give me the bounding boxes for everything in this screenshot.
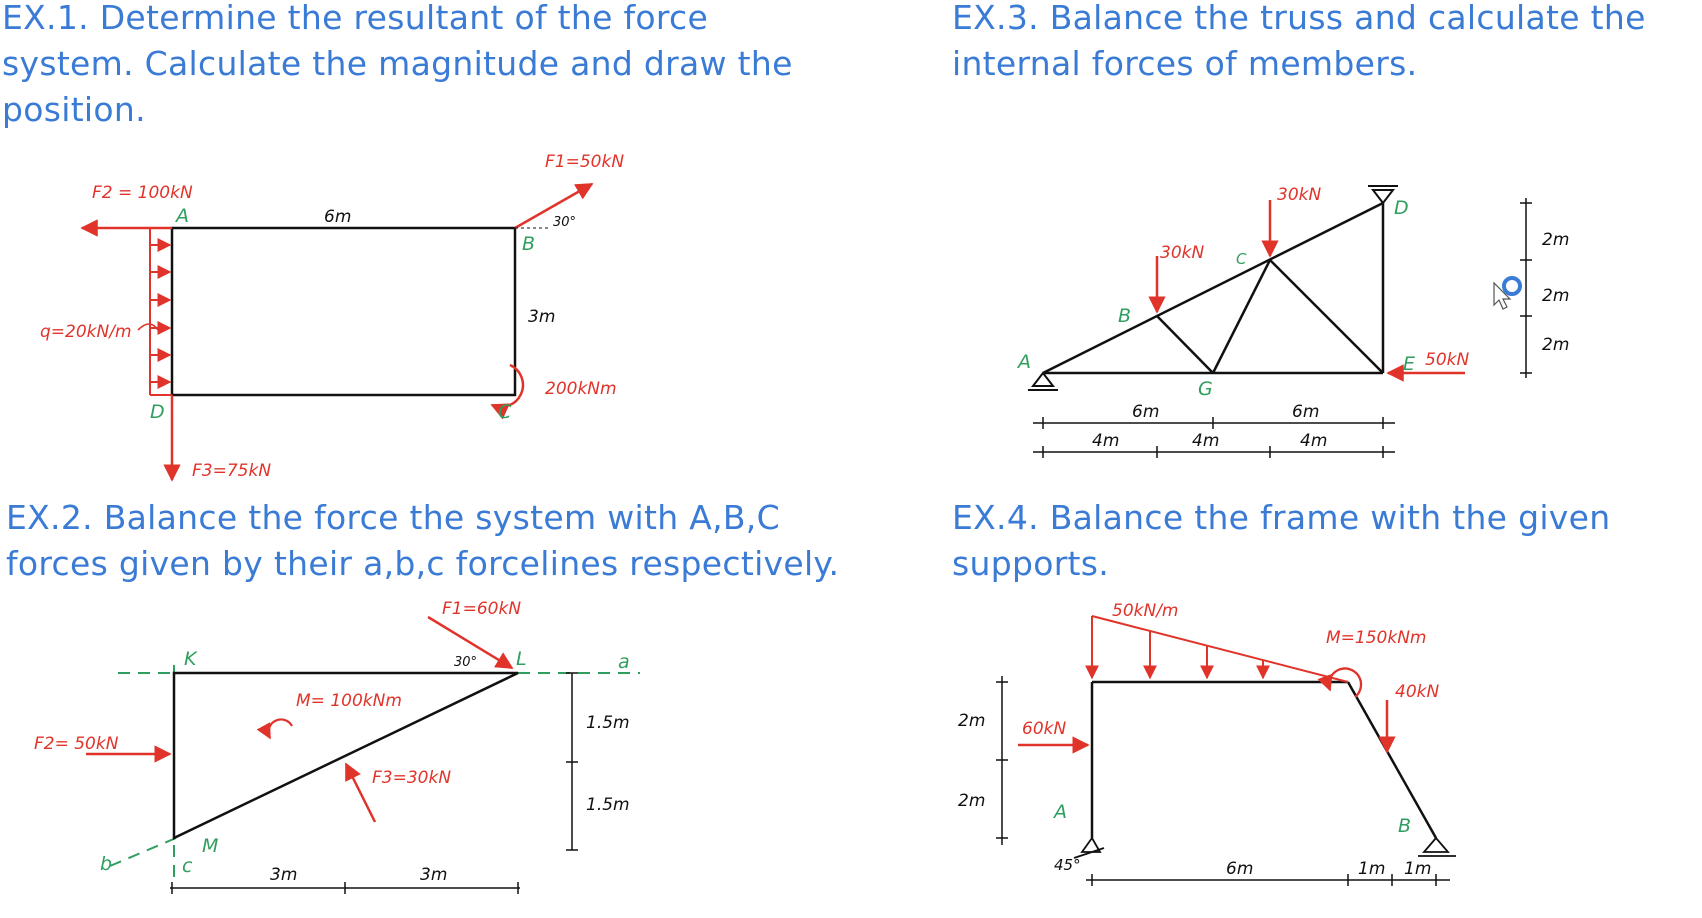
ex1-point-c: C (498, 401, 512, 423)
ex4-dim-x-3: 1m (1404, 859, 1431, 879)
ex3-point-b: B (1118, 305, 1131, 327)
ex2-point-k: K (184, 648, 198, 670)
ex1-moment-label: 200kNm (545, 379, 617, 399)
ex4-support-a (1073, 836, 1105, 859)
ex3-point-e: E (1403, 353, 1415, 375)
ex4-dist-load-label: 50kN/m (1112, 601, 1178, 621)
ex1-f1-arrow (514, 182, 594, 230)
ex3-load-e-label: 50kN (1425, 350, 1469, 370)
ex3-point-c: C (1236, 250, 1247, 268)
ex2-forceline-b (109, 837, 177, 867)
ex4-moment-label: M=150kNm (1326, 628, 1426, 648)
ex3-dim-vertical-2: 2m (1542, 286, 1569, 306)
ex4-p-horizontal-label: 60kN (1022, 719, 1066, 739)
ex4-moment-arrow (1317, 667, 1363, 698)
ex2-dim-y-1: 1.5m (586, 713, 630, 733)
ex2-f3-label: F3=30kN (372, 768, 451, 788)
mouse-cursor-icon (1493, 276, 1522, 310)
ex3-dim-row1-2: 6m (1292, 402, 1319, 422)
ex3-dim-vertical-1: 2m (1542, 230, 1569, 250)
ex3-point-d: D (1394, 197, 1409, 219)
ex2-forceline-b-label: b (100, 853, 112, 875)
ex1-f1-label: F1=50kN (545, 152, 624, 172)
ex1-f2-label: F2 = 100kN (92, 183, 193, 203)
ex2-forceline-c-label: c (182, 855, 193, 877)
ex1-dim-right: 3m (528, 307, 555, 327)
ex2-f1-label: F1=60kN (442, 599, 521, 619)
ex1-moment-arrow (490, 363, 525, 420)
ex1-point-a: A (174, 205, 189, 227)
ex2-f3-arrow (344, 762, 377, 823)
ex4-dim-y-2: 2m (958, 791, 985, 811)
ex4-p-vertical-label: 40kN (1395, 682, 1439, 702)
ex1-heading: EX.1. Determine the resultant of the for… (2, 0, 793, 129)
ex2-dim-y-2: 1.5m (586, 795, 630, 815)
ex4-dim-y-1: 2m (958, 711, 985, 731)
ex2-angle-label: 30° (454, 655, 477, 670)
ex4-point-a: A (1052, 801, 1067, 823)
ex3-dim-row2-1: 4m (1092, 431, 1119, 451)
ex1-angle-label: 30° (553, 215, 576, 230)
ex1-f3-label: F3=75kN (192, 461, 271, 481)
ex2-point-l: L (516, 648, 527, 670)
ex4-heading: EX.4. Balance the frame with the given s… (952, 498, 1611, 583)
ex4-frame (1090, 680, 1438, 839)
ex2-moment-arrow (256, 718, 293, 740)
ex2-triangle-structure (172, 671, 519, 840)
ex1-dim-top: 6m (324, 207, 351, 227)
ex4-dim-x-2: 1m (1358, 859, 1385, 879)
ex2-heading: EX.2. Balance the force the system with … (6, 498, 840, 583)
ex3-figure: 30kN 30kN 50kN A B C D E G 6m 6m 4m 4m 4… (1016, 185, 1569, 458)
ex3-point-a: A (1016, 351, 1031, 373)
ex3-point-g: G (1198, 378, 1213, 400)
ex1-point-b: B (522, 233, 535, 255)
ex2-moment-label: M= 100kNm (296, 691, 402, 711)
ex4-figure: 50kN/m M=150kNm 40kN 60kN 45° A B 6m 1m … (958, 601, 1456, 886)
ex2-dim-x-1: 3m (270, 865, 297, 885)
ex2-figure: F1=60kN 30° F2= 50kN F3=30kN M= 100kNm K… (34, 599, 640, 894)
ex2-forceline-a-label: a (618, 651, 630, 673)
ex3-dim-row1-1: 6m (1132, 402, 1159, 422)
ex2-dim-x-2: 3m (420, 865, 447, 885)
ex1-distributed-load (137, 227, 172, 396)
ex2-f2-label: F2= 50kN (34, 734, 119, 754)
ex4-support-b (1418, 836, 1456, 857)
ex3-support-d (1370, 189, 1396, 205)
ex4-distributed-load (1085, 615, 1349, 683)
ex1-q-label: q=20kN/m (40, 322, 132, 342)
ex4-point-b: B (1398, 815, 1411, 837)
ex2-f1-arrow (427, 615, 514, 670)
ex1-figure: q=20kN/m F2 = 100kN F1=50kN 30° F3=75kN … (40, 152, 624, 482)
ex2-point-m: M (202, 835, 218, 857)
ex1-rectangle-beam (170, 226, 517, 397)
ex4-angle-label: 45° (1054, 856, 1081, 874)
ex3-load-b-label: 30kN (1160, 243, 1204, 263)
ex4-dim-x-1: 6m (1226, 859, 1253, 879)
ex3-dim-row2-3: 4m (1300, 431, 1327, 451)
ex3-truss-members (1042, 201, 1385, 375)
ex3-heading: EX.3. Balance the truss and calculate th… (952, 0, 1646, 83)
ex3-dim-row2-2: 4m (1192, 431, 1219, 451)
ex3-support-a (1030, 371, 1056, 387)
ex1-point-d: D (150, 401, 165, 423)
ex3-dim-vertical-3: 2m (1542, 335, 1569, 355)
ex3-load-c-label: 30kN (1277, 185, 1321, 205)
